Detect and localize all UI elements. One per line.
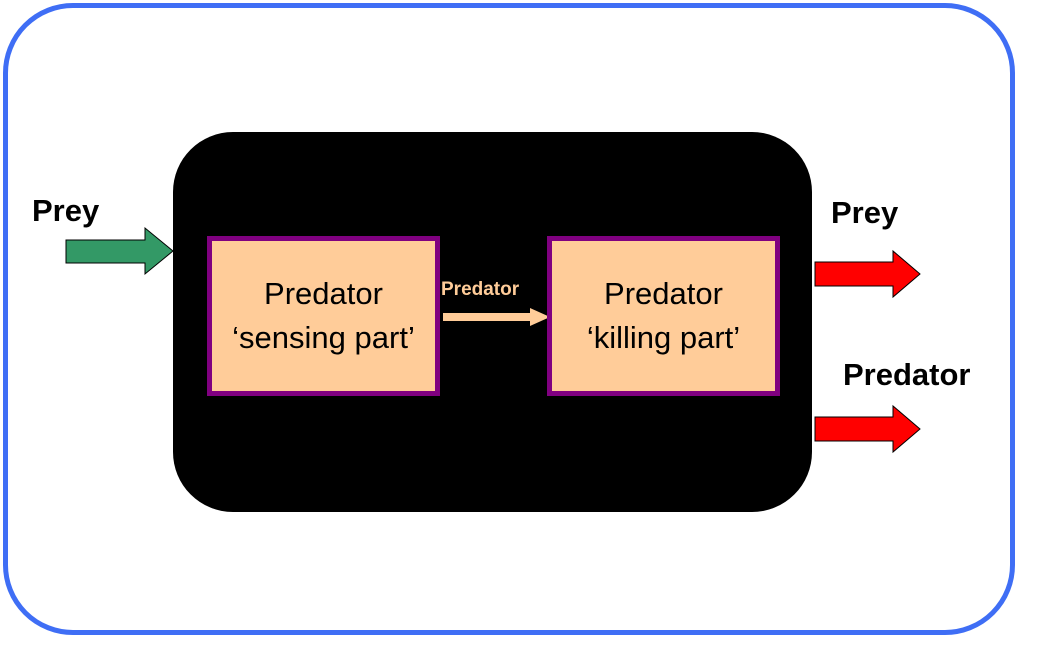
predator-internal-arrow (443, 308, 550, 326)
predator-output-label: Predator (843, 357, 971, 392)
prey-input-arrow (65, 226, 174, 276)
predator-killing-part-box: Predator ‘killing part’ (547, 236, 780, 396)
predator-sensing-part-box: Predator ‘sensing part’ (207, 236, 440, 396)
prey-input-label: Prey (32, 193, 100, 228)
internal-flow-label: Predator (441, 279, 520, 300)
box-subtitle: ‘sensing part’ (232, 320, 415, 355)
predator-output-arrow (814, 404, 921, 454)
outer-frame (3, 3, 1015, 635)
prey-output-arrow (814, 249, 921, 299)
box-subtitle: ‘killing part’ (586, 320, 741, 355)
box-title: Predator (264, 276, 383, 311)
box-title: Predator (604, 276, 723, 311)
prey-output-label: Prey (831, 195, 899, 230)
